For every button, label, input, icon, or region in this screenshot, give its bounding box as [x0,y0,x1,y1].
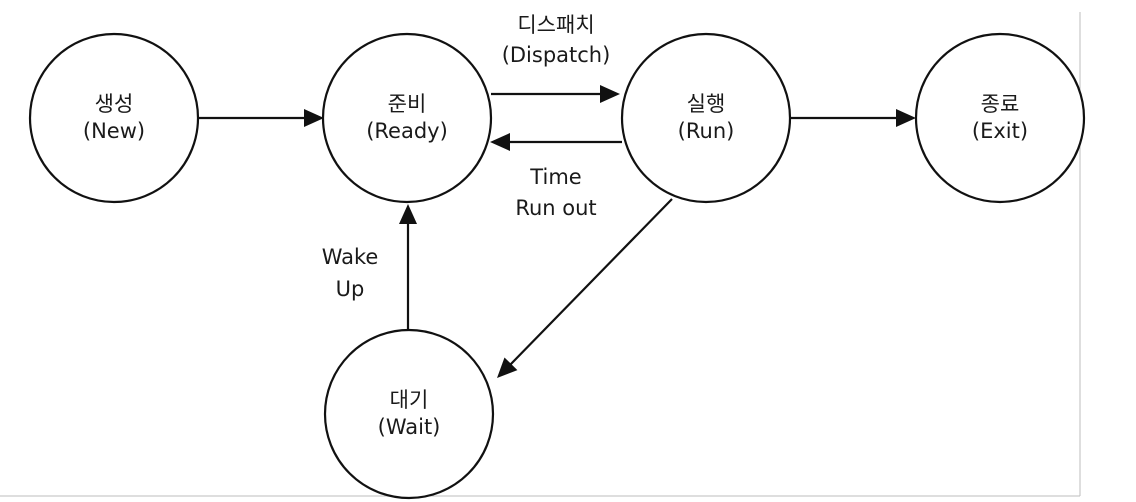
state-ready-english: (Ready) [366,119,448,143]
state-exit-name: 종료 [981,92,1020,116]
arrowhead-icon [896,109,916,127]
transition-run-to-wait [497,198,673,378]
state-exit-english: (Exit) [972,119,1028,143]
state-new-english: (New) [83,119,145,143]
state-run-english: (Run) [678,119,735,143]
arrowhead-icon [600,85,620,103]
arrowhead-icon [304,109,324,127]
state-new: 생성 (New) [28,32,200,204]
arrowhead-icon [497,357,518,378]
arrowhead-icon [399,204,417,224]
transition-timeout [490,133,622,151]
state-new-name: 생성 [95,92,134,116]
state-ready-name: 준비 [388,92,427,116]
dispatch-label-english: (Dispatch) [502,43,611,67]
transition-wakeup [399,204,417,330]
state-wait-name: 대기 [390,388,429,412]
timeout-label-line1: Time [529,165,581,189]
state-wait: 대기 (Wait) [323,328,495,500]
wakeup-label-line2: Up [336,277,365,301]
timeout-label-line2: Run out [515,196,596,220]
dispatch-label-korean: 디스패치 [517,13,594,37]
wakeup-label-line1: Wake [322,245,379,269]
state-ready: 준비 (Ready) [321,32,493,204]
arrowhead-icon [490,133,510,151]
transition-dispatch [491,85,620,103]
transition-new-to-ready [197,109,324,127]
state-run-name: 실행 [687,92,726,116]
state-run: 실행 (Run) [620,32,792,204]
state-exit: 종료 (Exit) [914,32,1086,204]
state-wait-english: (Wait) [378,415,441,439]
transition-run-to-exit [790,109,916,127]
